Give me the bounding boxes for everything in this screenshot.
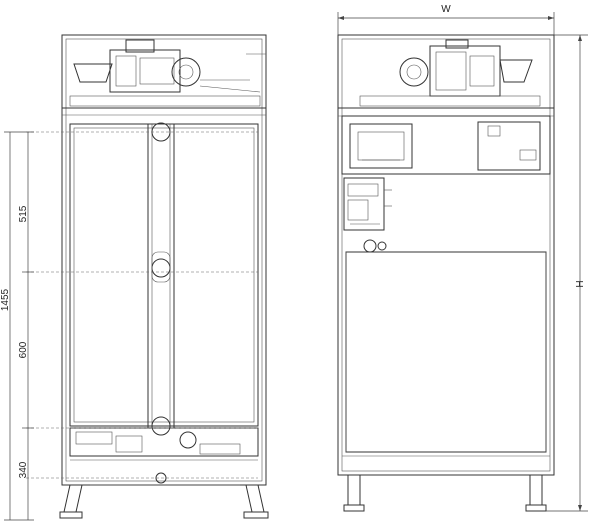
width-label: W xyxy=(441,4,451,15)
width-dimension xyxy=(337,12,555,35)
dimension-label-middle: 600 xyxy=(18,341,29,358)
side-interior-panel xyxy=(345,251,547,453)
dimension-label-total: 1455 xyxy=(0,288,11,311)
front-top-compressor-unit xyxy=(69,39,266,107)
height-label: H xyxy=(575,280,586,287)
side-legs xyxy=(343,474,547,512)
side-view xyxy=(337,12,588,512)
side-electrical-box xyxy=(477,121,541,171)
vertical-dimension-chain xyxy=(4,131,34,521)
side-display-panel xyxy=(349,123,413,169)
side-controller-board xyxy=(343,177,392,231)
side-cabinet-outline xyxy=(337,34,555,476)
dimension-label-upper: 515 xyxy=(18,205,29,222)
front-legs xyxy=(59,484,269,519)
side-sensor xyxy=(363,239,387,253)
front-bottom-drain-unit xyxy=(69,427,259,461)
front-view xyxy=(4,34,269,521)
side-top-compressor-unit xyxy=(359,39,541,107)
height-dimension xyxy=(546,34,588,512)
front-interior-liner xyxy=(69,123,259,427)
side-control-compartment xyxy=(341,115,551,175)
front-cabinet-inner-outline xyxy=(65,38,263,482)
dimension-label-lower: 340 xyxy=(18,461,29,478)
